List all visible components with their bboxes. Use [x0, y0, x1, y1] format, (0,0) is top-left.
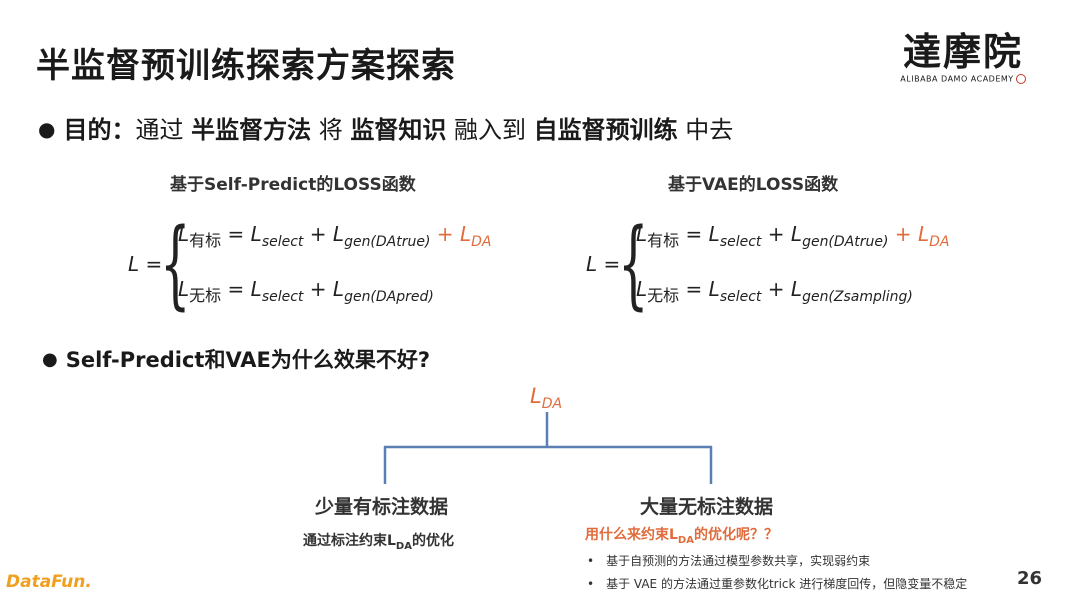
left-heading: 基于Self-Predict的LOSS函数: [170, 175, 416, 195]
label: 无标: [647, 286, 680, 305]
sub: gen(Zsampling): [802, 289, 913, 305]
right-bullet-1: • 基于自预测的方法通过模型参数共享，实现弱约束: [587, 552, 870, 569]
page-number: 26: [1016, 568, 1042, 589]
purpose-text: 中去: [685, 116, 734, 144]
bullet-text: 基于 VAE 的方法通过重参数化trick 进行梯度回传，但隐变量不稳定: [606, 577, 968, 591]
right-branch-question: 用什么来约束LDA的优化呢？？: [585, 524, 778, 546]
op: +: [303, 222, 333, 246]
op: +: [761, 277, 791, 301]
logo-mark: 達摩院: [902, 29, 1023, 74]
right-heading: 基于VAE的LOSS函数: [668, 175, 839, 195]
datafun-logo: DataFun.: [6, 572, 92, 592]
sub: select: [719, 234, 762, 250]
sub: gen(DApred): [344, 289, 434, 305]
purpose-text: 通过: [135, 116, 184, 144]
op: =: [221, 277, 251, 301]
sub: select: [719, 289, 762, 305]
purpose-key: 自监督预训练: [533, 116, 678, 144]
symbol: L: [250, 277, 262, 301]
left-row2: L无标 = Lselect + Lgen(DApred): [178, 277, 434, 306]
page-title: 半监督预训练探索方案探索: [36, 46, 456, 86]
left-row1: L有标 = Lselect + Lgen(DAtrue) + LDA: [178, 222, 491, 251]
label: 有标: [189, 231, 222, 250]
text: 的优化呢？？: [693, 527, 778, 543]
sub: DA: [471, 234, 492, 250]
symbol: L: [332, 277, 345, 301]
right-row2: L无标 = Lselect + Lgen(Zsampling): [636, 277, 913, 306]
op: +: [303, 277, 333, 301]
symbol: L: [250, 222, 262, 246]
question-line: ● Self-Predict和VAE为什么效果不好?: [42, 344, 430, 374]
symbol: L: [459, 222, 472, 246]
text: 用什么来约束L: [585, 527, 678, 543]
symbol: L: [917, 222, 930, 246]
sub: select: [261, 234, 304, 250]
symbol: L: [636, 277, 648, 301]
purpose-key: 半监督方法: [191, 116, 312, 144]
purpose-lead: 目的：: [63, 116, 136, 144]
bullet-icon: ●: [42, 349, 58, 370]
bullet-icon: ●: [38, 117, 56, 141]
op: =: [221, 222, 251, 246]
seal-icon: [1015, 74, 1026, 84]
right-bullet-2: • 基于 VAE 的方法通过重参数化trick 进行梯度回传，但隐变量不稳定: [587, 575, 967, 592]
symbol: L: [636, 222, 648, 246]
bullet-icon: •: [587, 554, 595, 568]
op: +: [888, 222, 918, 246]
op: =: [679, 222, 709, 246]
symbol: L: [178, 277, 190, 301]
bullet-icon: •: [587, 577, 595, 591]
right-lhs: L =: [586, 252, 621, 276]
op: +: [761, 222, 791, 246]
purpose-text: 将: [318, 116, 343, 144]
tree-root: LDA: [530, 384, 562, 412]
label: 有标: [647, 231, 680, 250]
symbol: L: [790, 222, 803, 246]
purpose-text: 融入到: [454, 116, 527, 144]
damo-logo: 達摩院 ALIBABA DAMO ACADEMY: [898, 30, 1028, 84]
symbol: L: [178, 222, 190, 246]
purpose-key: 监督知识: [350, 116, 447, 144]
op: =: [679, 277, 709, 301]
sub: select: [261, 289, 304, 305]
label: 无标: [189, 286, 222, 305]
left-brace: {: [160, 208, 191, 320]
left-branch-label: 少量有标注数据: [315, 496, 449, 518]
question-text: Self-Predict和VAE为什么效果不好?: [65, 348, 431, 372]
sub: DA: [395, 540, 412, 552]
left-branch-desc: 通过标注约束LDA的优化: [303, 530, 454, 552]
right-brace: {: [618, 208, 649, 320]
right-branch-label: 大量无标注数据: [640, 496, 774, 518]
logo-subtitle: ALIBABA DAMO ACADEMY: [900, 74, 1014, 84]
left-lhs: L =: [128, 252, 163, 276]
symbol: L: [332, 222, 345, 246]
bullet-text: 基于自预测的方法通过模型参数共享，实现弱约束: [606, 554, 871, 568]
sub: DA: [677, 534, 694, 546]
sub: DA: [541, 396, 563, 412]
text: 的优化: [411, 533, 454, 549]
symbol: L: [708, 277, 720, 301]
text: 通过标注约束L: [303, 533, 396, 549]
sub: gen(DAtrue): [344, 234, 431, 250]
right-row1: L有标 = Lselect + Lgen(DAtrue) + LDA: [636, 222, 949, 251]
symbol: L: [708, 222, 720, 246]
sub: DA: [929, 234, 950, 250]
sub: gen(DAtrue): [802, 234, 889, 250]
op: +: [430, 222, 460, 246]
symbol: L: [530, 384, 542, 408]
purpose-line: ● 目的：通过 半监督方法 将 监督知识 融入到 自监督预训练 中去: [38, 110, 733, 145]
symbol: L: [790, 277, 803, 301]
